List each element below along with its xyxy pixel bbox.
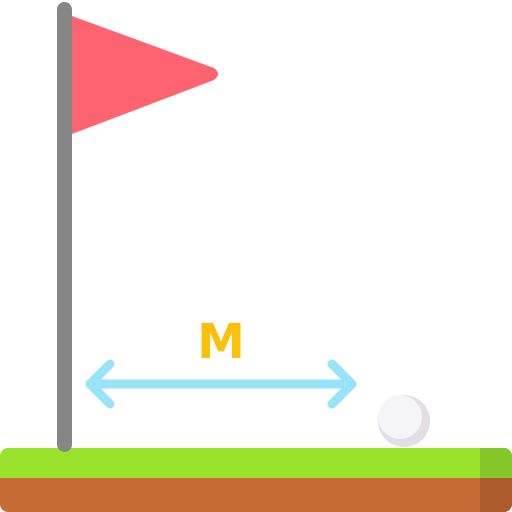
flag-pole (57, 2, 72, 452)
arrow-head-right (327, 359, 357, 409)
distance-label: M (197, 314, 245, 370)
soil-strip (0, 478, 512, 512)
grass-edge (480, 448, 512, 478)
ball-highlight (378, 395, 422, 439)
golf-flag-icon (57, 2, 218, 452)
double-arrow-icon (85, 359, 357, 409)
grass-ground-icon (0, 448, 512, 512)
soil-edge (480, 478, 512, 512)
arrow-head-left (85, 359, 115, 409)
grass-strip (0, 448, 512, 478)
golf-ball-icon (378, 395, 430, 447)
flag-pennant (72, 16, 218, 134)
